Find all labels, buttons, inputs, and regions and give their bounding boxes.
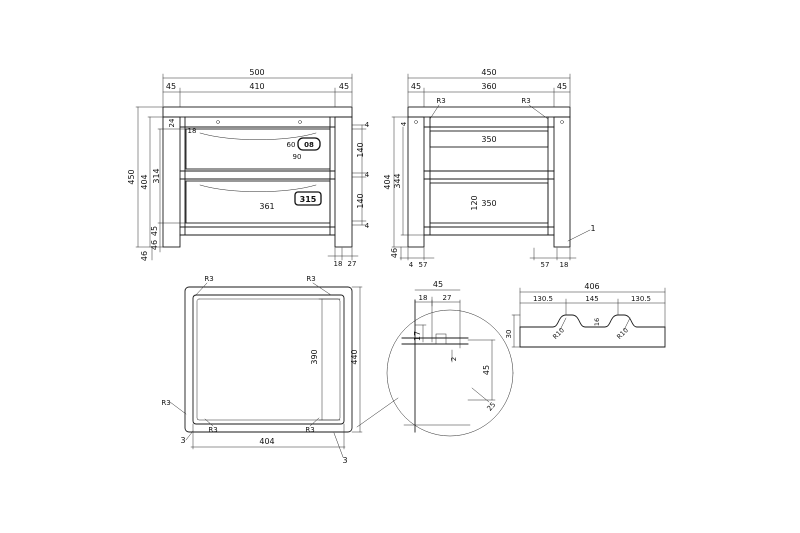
front-view-dimension-lines — [135, 73, 367, 261]
dim-top-404: 404 — [259, 437, 274, 446]
note-side-1: 1 — [590, 224, 595, 233]
dim-profile-1305-left: 130.5 — [533, 295, 553, 303]
dim-detail-45-vert: 45 — [482, 365, 491, 375]
dim-front-inner-90: 90 — [293, 153, 302, 161]
dim-profile-30: 30 — [505, 330, 513, 339]
profile-strip-labels: 406 130.5 145 130.5 R10 R10 30 16 — [505, 282, 651, 341]
badge-315-label: 315 — [300, 195, 317, 204]
detail-view-geometry — [386, 299, 514, 437]
dim-profile-1305-right: 130.5 — [631, 295, 651, 303]
note-detail-25: 25 — [486, 401, 498, 413]
dim-front-bottom-27: 27 — [348, 260, 357, 268]
side-view-labels: 450 45 360 45 R3 R3 350 350 120 404 344 … — [383, 68, 596, 269]
dim-front-right-4c: 4 — [365, 222, 370, 230]
dim-detail-18: 18 — [419, 294, 428, 302]
top-view-geometry — [169, 282, 399, 433]
dim-front-overall-width: 500 — [249, 68, 264, 77]
dim-front-height-404: 404 — [140, 174, 149, 189]
radius-top-r3-tl: R3 — [204, 275, 213, 283]
dim-detail-17: 17 — [413, 331, 422, 341]
top-view-labels: R3 R3 R3 R3 R3 390 440 404 3 3 — [161, 275, 359, 465]
dim-front-foot-46: 46 — [140, 251, 149, 261]
radius-side-r3-right: R3 — [521, 97, 530, 105]
dim-side-350-upper: 350 — [481, 135, 496, 144]
detail-view-dimension-lines — [414, 289, 496, 403]
dim-top-390: 390 — [310, 349, 319, 364]
dim-front-top-left-45: 45 — [166, 82, 176, 91]
radius-top-r3-bl: R3 — [208, 426, 217, 434]
dim-side-top-360: 360 — [481, 82, 496, 91]
dim-side-bottom-57-right: 57 — [541, 261, 550, 269]
side-view-geometry — [407, 104, 571, 248]
dim-front-height-450: 450 — [127, 169, 136, 184]
radius-top-r3-tr: R3 — [306, 275, 315, 283]
dim-profile-145: 145 — [585, 295, 598, 303]
detail-circle — [386, 309, 514, 437]
dim-detail-45-top: 45 — [433, 280, 443, 289]
dim-front-bottom-left-45: 45 — [150, 226, 159, 236]
dim-top-440: 440 — [350, 349, 359, 364]
dim-side-height-404: 404 — [383, 174, 392, 189]
dim-side-foot-46: 46 — [390, 248, 399, 258]
dim-front-top-410: 410 — [249, 82, 264, 91]
note-top-3-left: 3 — [180, 436, 185, 445]
dim-front-inner-361: 361 — [259, 202, 274, 211]
dim-front-inner-60: 60 — [287, 141, 296, 149]
dim-side-bottom-18: 18 — [560, 261, 569, 269]
dim-side-top-left-45: 45 — [411, 82, 421, 91]
note-top-3-right: 3 — [342, 456, 347, 465]
dim-front-right-4a: 4 — [365, 121, 370, 129]
profile-strip-geometry — [519, 314, 666, 348]
hardware-badge-315 — [294, 191, 322, 206]
dim-front-right-4b: 4 — [365, 171, 370, 179]
detail-view-labels: 45 18 27 17 2 45 25 — [413, 280, 497, 413]
radius-profile-r10-left: R10 — [551, 326, 566, 341]
dim-side-120: 120 — [470, 195, 479, 210]
dim-front-thickness-24: 24 — [168, 118, 176, 127]
dim-front-right-140b: 140 — [356, 193, 365, 208]
dim-side-bottom-57-left: 57 — [419, 261, 428, 269]
dim-detail-27: 27 — [443, 294, 452, 302]
top-view-dimension-lines — [185, 286, 363, 458]
dim-front-top-18: 18 — [188, 127, 197, 135]
radius-top-r3-br: R3 — [305, 426, 314, 434]
front-view-geometry — [162, 106, 353, 248]
dim-side-350-lower: 350 — [481, 199, 496, 208]
dim-profile-16: 16 — [593, 318, 601, 326]
profile-strip-dimension-lines — [511, 287, 666, 348]
hardware-badge-08 — [297, 137, 321, 151]
side-view-dimension-lines — [391, 73, 591, 261]
dim-detail-2: 2 — [450, 357, 458, 361]
badge-08-label: 08 — [304, 141, 314, 149]
radius-profile-r10-right: R10 — [615, 326, 630, 341]
radius-side-r3-left: R3 — [436, 97, 445, 105]
front-view-labels: 500 45 410 45 450 404 314 24 18 4 140 4 … — [127, 68, 370, 268]
dim-side-bottom-4: 4 — [409, 261, 414, 269]
dim-side-height-344: 344 — [393, 173, 402, 188]
dim-front-top-right-45: 45 — [339, 82, 349, 91]
dim-front-height-314: 314 — [152, 168, 161, 183]
dim-front-bottom-left-46: 46 — [150, 240, 159, 250]
dim-side-overall-width: 450 — [481, 68, 496, 77]
dim-front-right-140a: 140 — [356, 142, 365, 157]
dim-front-bottom-18: 18 — [334, 260, 343, 268]
dim-side-top-right-45: 45 — [557, 82, 567, 91]
dim-profile-406: 406 — [584, 282, 599, 291]
radius-top-r3-left: R3 — [161, 399, 170, 407]
dim-side-thickness-4: 4 — [400, 121, 408, 126]
